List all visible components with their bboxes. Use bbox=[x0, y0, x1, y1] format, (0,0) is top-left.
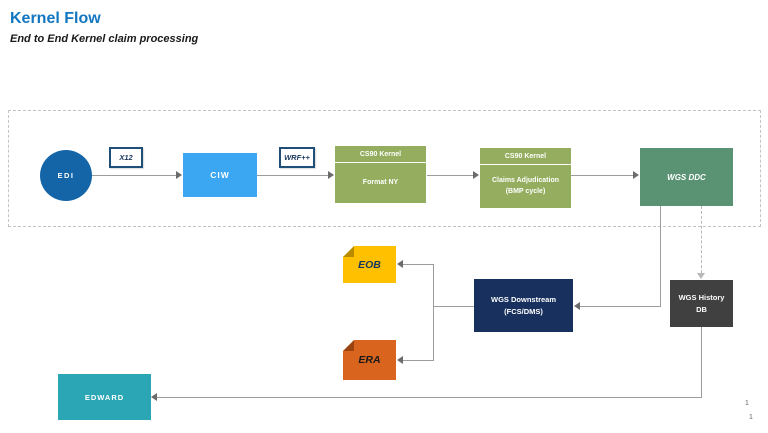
dashed-connector-wgsddc-to-history bbox=[701, 206, 702, 273]
page-number-top: 1 bbox=[745, 400, 749, 407]
arrowhead-into-formatny bbox=[328, 171, 334, 179]
connector-claims-to-wgsddc bbox=[571, 175, 633, 176]
node-edward: EDWARD bbox=[58, 374, 151, 420]
arrowhead-into-wgsdownstream bbox=[574, 302, 580, 310]
edge-label-x12: X12 bbox=[109, 147, 143, 168]
node-cs90-format-ny: CS90 Kernel Format NY bbox=[335, 146, 426, 203]
wgs-history-line1: WGS History bbox=[678, 292, 725, 302]
connector-edi-to-ciw bbox=[92, 175, 176, 176]
connector-wgsddc-down bbox=[660, 206, 661, 307]
node-wgs-ddc: WGS DDC bbox=[640, 148, 733, 206]
connector-branch-to-eob bbox=[403, 264, 434, 265]
cs90-format-ny-header: CS90 Kernel bbox=[335, 146, 426, 163]
node-wgs-downstream: WGS Downstream (FCS/DMS) bbox=[474, 279, 573, 332]
era-label: ERA bbox=[358, 354, 381, 366]
connector-branch-to-era bbox=[403, 360, 434, 361]
connector-ciw-to-formatny bbox=[257, 175, 328, 176]
arrowhead-into-history bbox=[697, 273, 705, 279]
arrowhead-into-wgsddc bbox=[633, 171, 639, 179]
node-edi: EDI bbox=[40, 150, 92, 201]
connector-branch-vertical bbox=[433, 264, 434, 361]
node-wgs-history-db: WGS History DB bbox=[670, 280, 733, 327]
cs90-claims-body-line2: (BMP cycle) bbox=[505, 187, 546, 195]
connector-history-down bbox=[701, 327, 702, 398]
era-folded-corner bbox=[343, 340, 354, 351]
connector-to-edward bbox=[157, 397, 702, 398]
kernel-flow-dashed-container bbox=[8, 110, 761, 227]
node-ciw: CIW bbox=[183, 153, 257, 197]
connector-downstream-to-branch bbox=[433, 306, 474, 307]
cs90-claims-body-line1: Claims Adjudication bbox=[491, 177, 560, 184]
page-subtitle: End to End Kernel claim processing bbox=[10, 33, 199, 45]
cs90-claims-header: CS90 Kernel bbox=[480, 148, 571, 165]
edge-label-wrf: WRF++ bbox=[279, 147, 315, 168]
wgs-downstream-line1: WGS Downstream bbox=[490, 294, 556, 304]
arrowhead-into-era bbox=[397, 356, 403, 364]
connector-formatny-to-claims bbox=[427, 175, 473, 176]
connector-to-wgsdownstream bbox=[580, 306, 661, 307]
eob-label: EOB bbox=[358, 258, 381, 271]
wgs-history-line2: DB bbox=[696, 304, 707, 314]
arrowhead-into-eob bbox=[397, 260, 403, 268]
cs90-format-ny-body: Format NY bbox=[362, 178, 399, 186]
node-eob: EOB bbox=[343, 246, 396, 283]
wgs-downstream-line2: (FCS/DMS) bbox=[504, 306, 543, 316]
arrowhead-into-ciw bbox=[176, 171, 182, 179]
arrowhead-into-claims bbox=[473, 171, 479, 179]
eob-folded-corner bbox=[343, 246, 354, 257]
page-title: Kernel Flow bbox=[10, 10, 101, 27]
node-era: ERA bbox=[343, 340, 396, 380]
arrowhead-into-edward bbox=[151, 393, 157, 401]
page-number-bottom: 1 bbox=[749, 414, 753, 421]
node-cs90-claims-adjudication: CS90 Kernel Claims Adjudication (BMP cyc… bbox=[480, 148, 571, 208]
